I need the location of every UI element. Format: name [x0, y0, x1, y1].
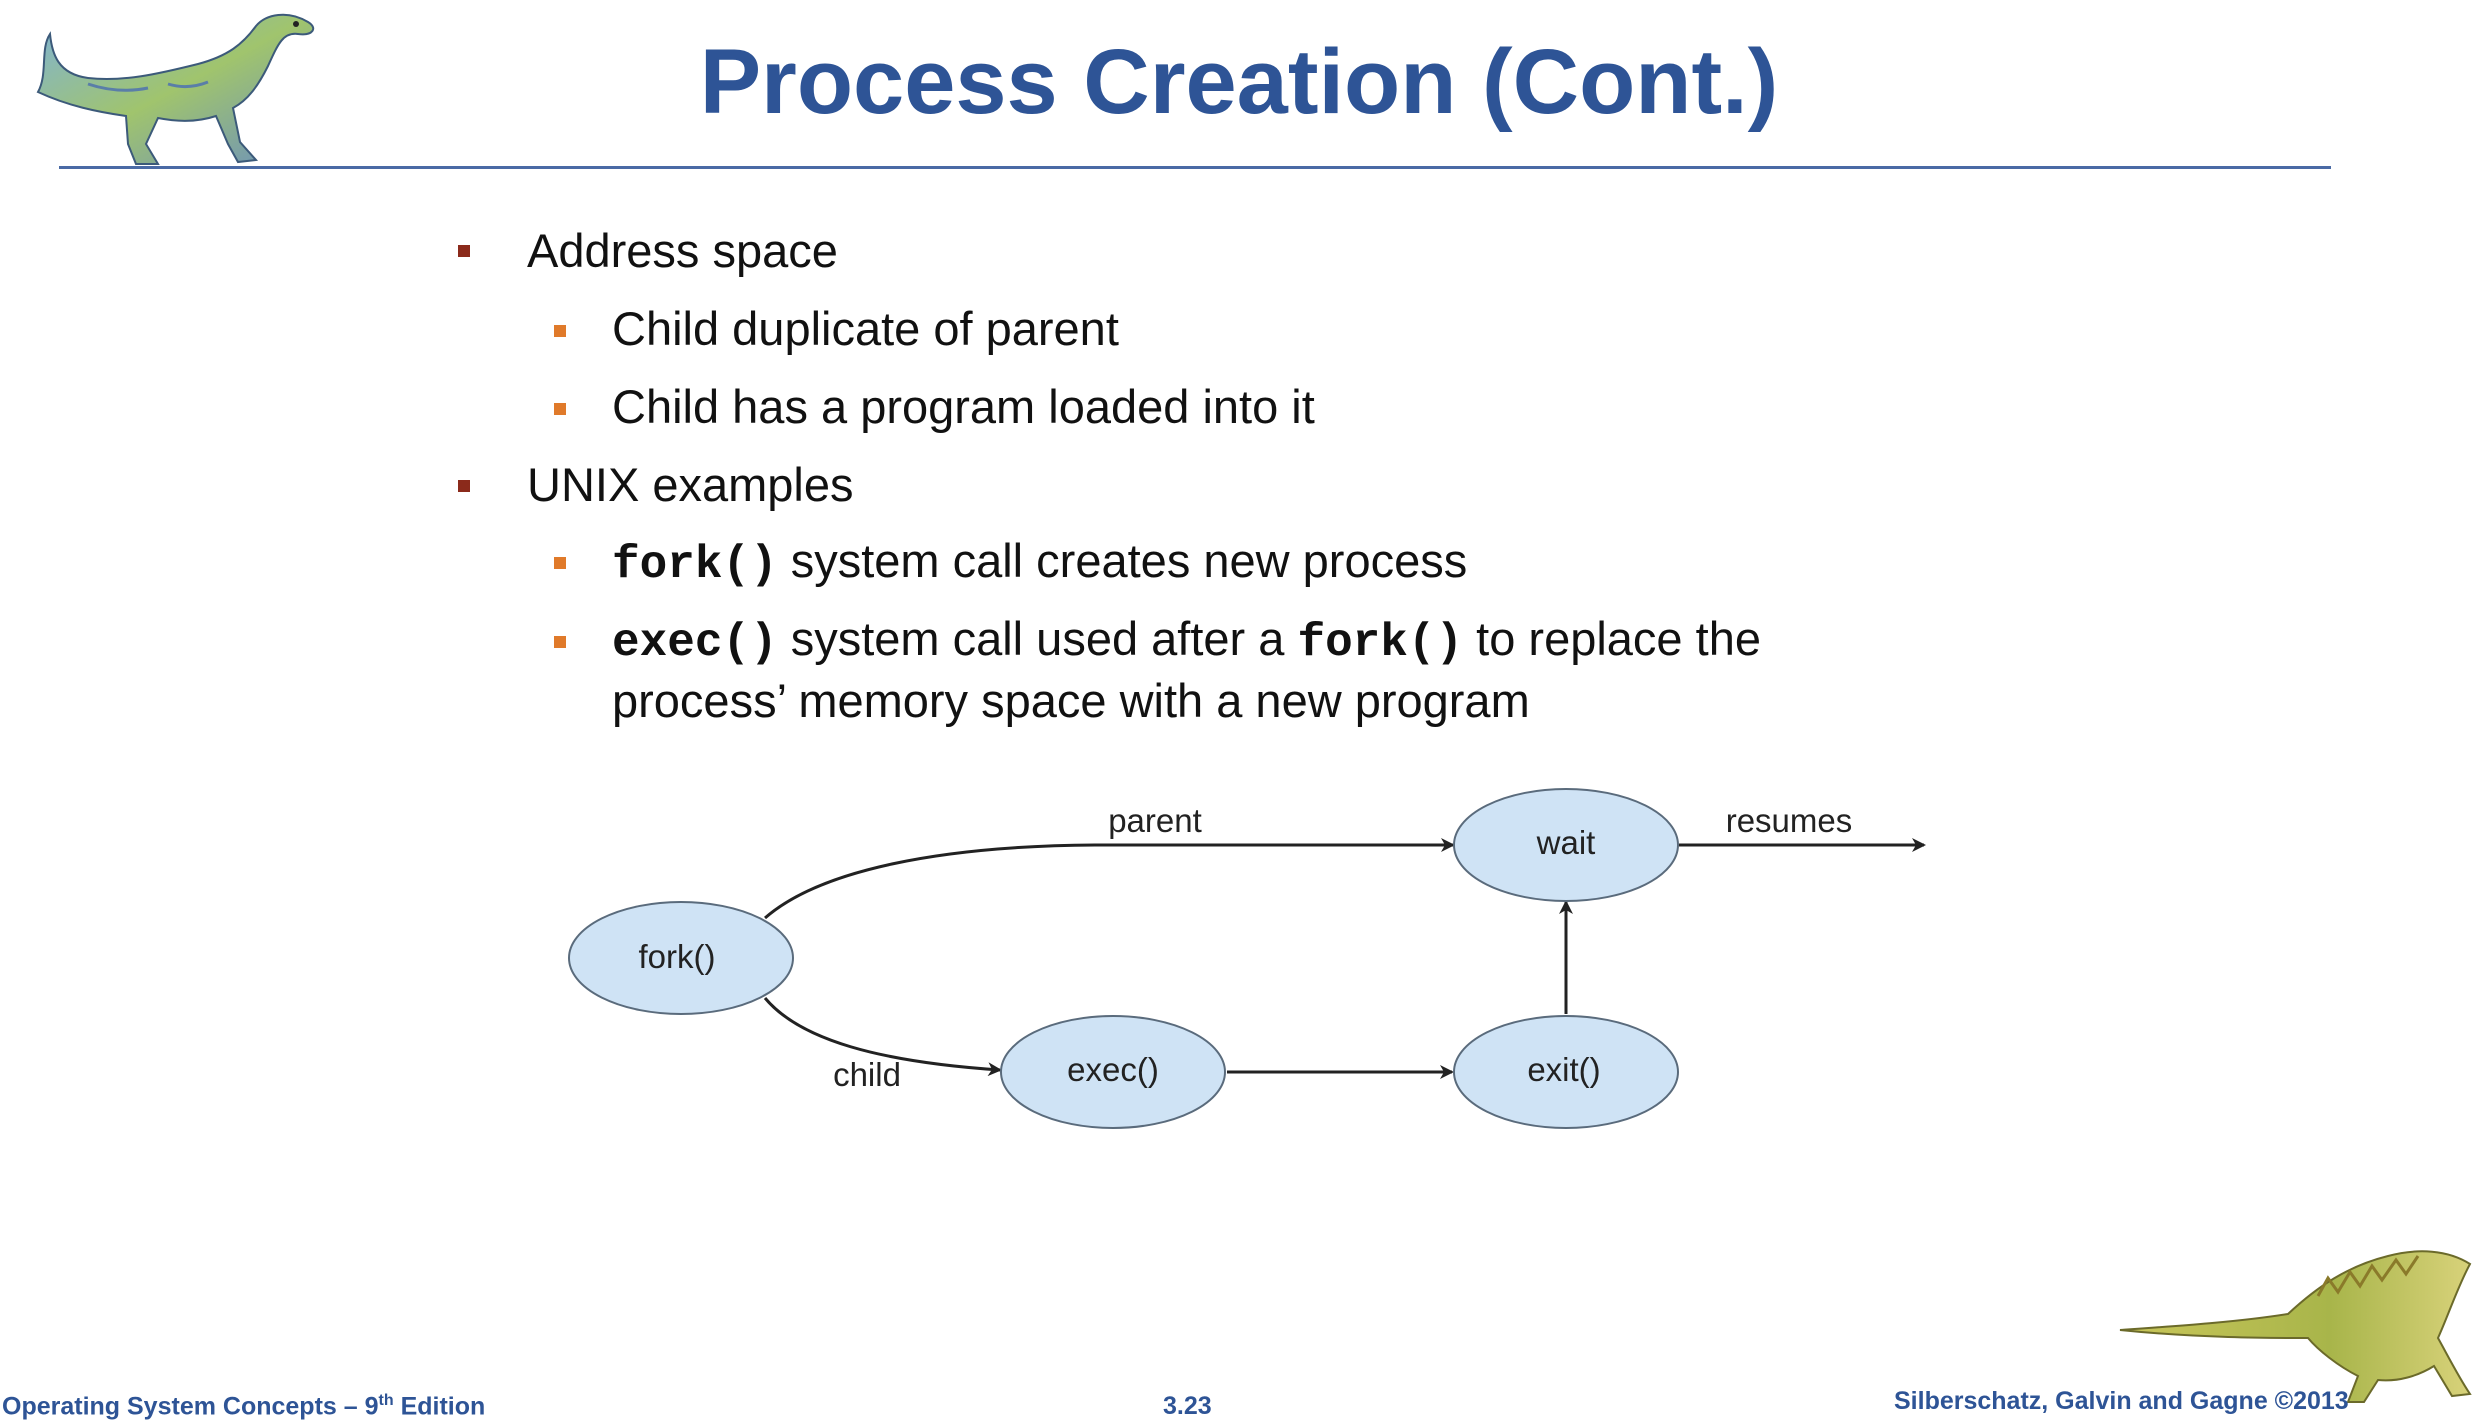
exec-description-1: system call used after a — [777, 612, 1298, 665]
title-divider — [59, 166, 2331, 169]
bullet-address-space: Address space — [527, 224, 838, 277]
wait-node — [1453, 788, 1679, 902]
sub-bullet-marker — [554, 325, 566, 337]
bullet-marker — [458, 245, 470, 257]
footer-book-end: Edition — [393, 1392, 486, 1421]
resumes-label: resumes — [1726, 802, 1853, 839]
child-label: child — [833, 1056, 901, 1093]
sub-bullet-marker — [554, 403, 566, 415]
footer-page-number: 3.23 — [1163, 1392, 1212, 1420]
exec-fork-code: fork() — [1297, 617, 1464, 669]
footer-book-title: Operating System Concepts – 9th Edition — [2, 1392, 485, 1421]
fork-node — [568, 901, 794, 1015]
fork-code: fork() — [612, 539, 778, 591]
exec-description-2: to replace the — [1463, 612, 1761, 665]
dinosaur-logo-top — [36, 13, 315, 165]
footer-authors: Silberschatz, Galvin and Gagne ©2013 — [1894, 1387, 2349, 1415]
bullet-unix-examples: UNIX examples — [527, 458, 854, 511]
bullet-marker — [458, 480, 470, 492]
sub-bullet-exec-line2: process’ memory space with a new program — [612, 674, 1530, 727]
footer-book-main: Operating System Concepts – 9 — [2, 1392, 379, 1421]
exit-node — [1453, 1015, 1679, 1129]
sub-bullet-child-duplicate: Child duplicate of parent — [612, 302, 1119, 355]
child-arrow — [763, 997, 1002, 1077]
fork-node-label: fork() — [639, 938, 716, 975]
exec-node-label: exec() — [1067, 1051, 1159, 1088]
footer-book-sup: th — [378, 1392, 394, 1409]
exec-node — [1000, 1015, 1226, 1129]
sub-bullet-child-program: Child has a program loaded into it — [612, 380, 1315, 433]
exit-node-label: exit() — [1527, 1051, 1600, 1088]
sub-bullet-marker — [554, 557, 566, 569]
wait-node-label: wait — [1536, 824, 1596, 861]
fork-description: system call creates new process — [777, 534, 1468, 587]
sub-bullet-fork: fork() system call creates new process — [612, 533, 1467, 593]
sub-bullet-marker — [554, 636, 566, 648]
exec-code: exec() — [612, 617, 778, 669]
slide-title: Process Creation (Cont.) — [699, 31, 1779, 133]
parent-label: parent — [1108, 802, 1202, 839]
parent-arrow — [764, 838, 1455, 920]
dinosaur-logo-bottom — [2119, 1250, 2472, 1403]
sub-bullet-exec: exec() system call used after a fork() t… — [612, 611, 1761, 671]
